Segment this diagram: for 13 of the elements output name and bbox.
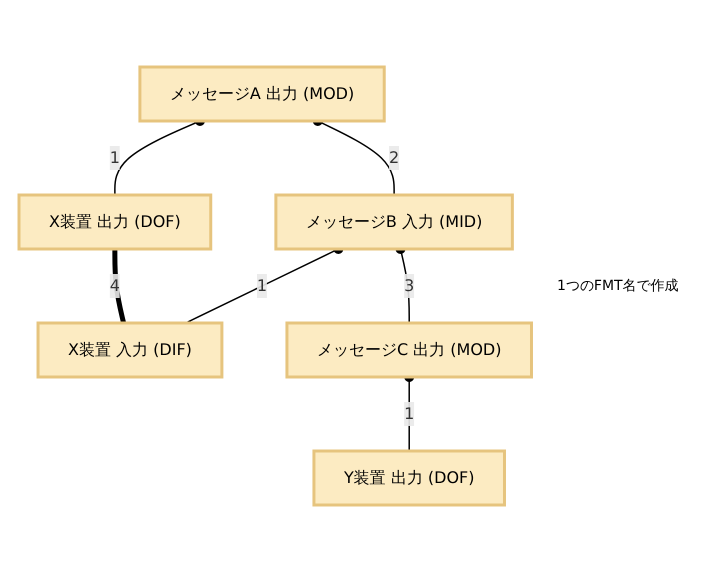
edge-label: 1 bbox=[110, 148, 120, 166]
node-box: メッセージC 出力 (MOD) bbox=[286, 321, 534, 378]
note: 1つのFMT名で作成 bbox=[557, 276, 680, 294]
edge-label: 1 bbox=[257, 276, 268, 294]
edge-label: 2 bbox=[389, 148, 400, 166]
edge-label: 3 bbox=[404, 276, 415, 294]
node-box: メッセージB 入力 (MID) bbox=[274, 193, 514, 250]
edge-label: 1 bbox=[404, 404, 415, 422]
edge-label: 4 bbox=[110, 276, 120, 294]
node-box: X装置 出力 (DOF) bbox=[18, 193, 212, 250]
node-box: Y装置 出力 (DOF) bbox=[312, 449, 506, 506]
node-box: メッセージA 出力 (MOD) bbox=[138, 65, 386, 122]
node-box: X装置 入力 (DIF) bbox=[36, 321, 224, 378]
